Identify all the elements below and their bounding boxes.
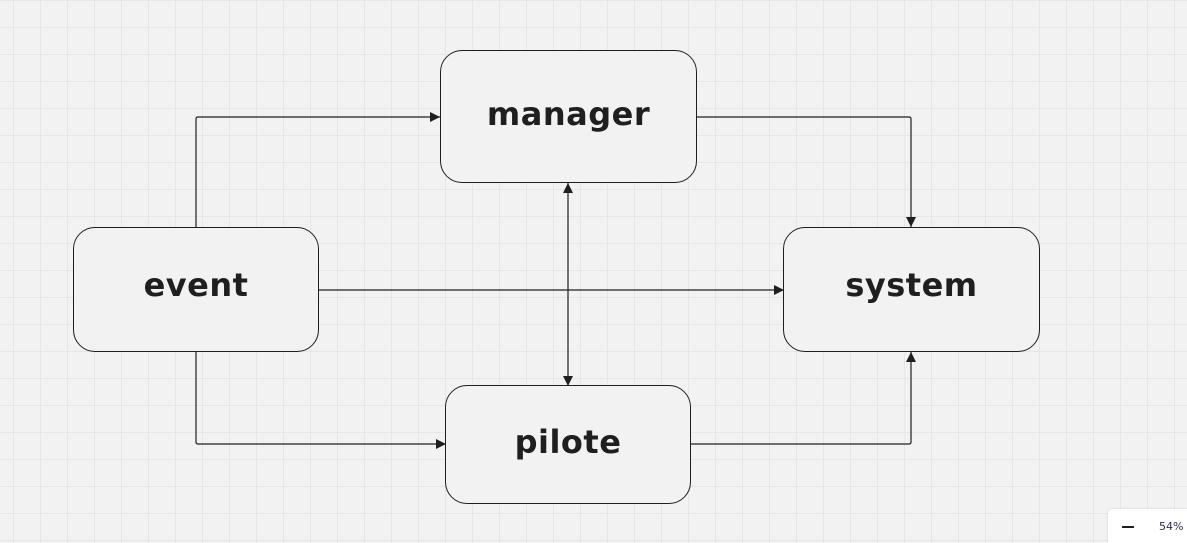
- node-pilote[interactable]: pilote: [445, 385, 691, 504]
- edge-event-manager[interactable]: [195, 112, 440, 227]
- edge-manager-system[interactable]: [696, 116, 916, 227]
- node-event[interactable]: event: [73, 227, 319, 352]
- node-manager-label: manager: [486, 94, 651, 133]
- zoom-widget: 54%: [1108, 509, 1187, 543]
- edge-event-pilote[interactable]: [195, 352, 446, 449]
- zoom-level: 54%: [1159, 520, 1184, 533]
- node-pilote-label: pilote: [514, 422, 622, 461]
- edge-pilote-system[interactable]: [691, 352, 916, 445]
- minus-icon[interactable]: [1120, 519, 1136, 535]
- node-manager[interactable]: manager: [440, 50, 697, 183]
- node-system[interactable]: system: [783, 227, 1040, 352]
- node-system-label: system: [845, 265, 978, 304]
- node-event-label: event: [143, 265, 249, 304]
